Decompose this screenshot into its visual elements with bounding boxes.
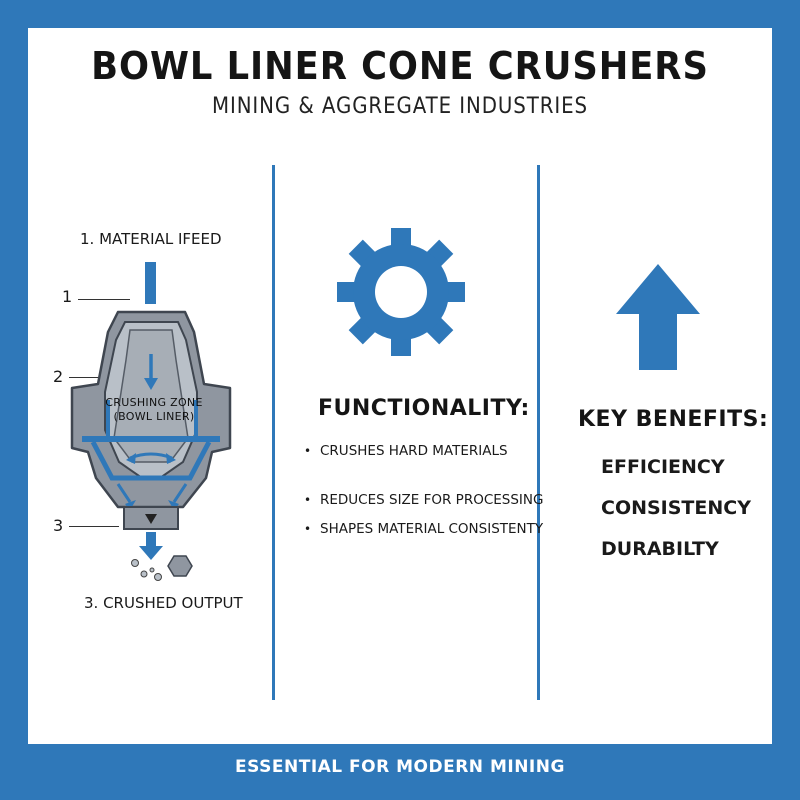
liner-band-top [82, 436, 220, 442]
feed-arrow-icon [145, 262, 156, 304]
page-title: BOWL LINER CONE CRUSHERS [91, 44, 709, 88]
functionality-heading: FUNCTIONALITY: [318, 396, 530, 421]
callout-number-3: 3 [53, 516, 64, 535]
callout-leader-1 [78, 299, 130, 300]
gear-icon [337, 228, 465, 356]
callout-number-1: 1 [62, 287, 73, 306]
crushed-rock-icon [167, 555, 193, 577]
list-item: •REDUCES SIZE FOR PROCESSING [304, 492, 544, 508]
list-item: •SHAPES MATERIAL CONSISTENTY [304, 521, 544, 537]
liner-band-sides [106, 400, 198, 436]
arrow-up-icon [616, 264, 700, 370]
list-item: •CRUSHES HARD MATERIALS [304, 443, 508, 459]
flow-arrow-icon [144, 378, 158, 390]
output-arrow-icon [139, 546, 163, 560]
footer-tagline: ESSENTIAL FOR MODERN MINING [235, 757, 565, 777]
benefit-item-consistency: CONSISTENCY [601, 497, 751, 519]
key-benefits-heading: KEY BENEFITS: [578, 407, 769, 432]
callout-number-2: 2 [53, 367, 64, 386]
benefit-item-durability: DURABILTY [601, 538, 719, 560]
page-subtitle: MINING & AGGREGATE INDUSTRIES [211, 94, 588, 119]
liner-band-bottom [90, 440, 212, 481]
benefit-item-efficiency: EFFICIENCY [601, 456, 725, 478]
cone-crusher-diagram [70, 262, 232, 581]
column-divider-left [272, 165, 275, 700]
column-divider-right [537, 165, 540, 700]
crushed-output-label: 3. CRUSHED OUTPUT [84, 594, 243, 612]
material-feed-label: 1. MATERIAL IFEED [80, 230, 222, 248]
callout-leader-3 [69, 526, 119, 527]
crushing-zone-label: CRUSHING ZONE (BOWL LINER) [105, 396, 203, 423]
